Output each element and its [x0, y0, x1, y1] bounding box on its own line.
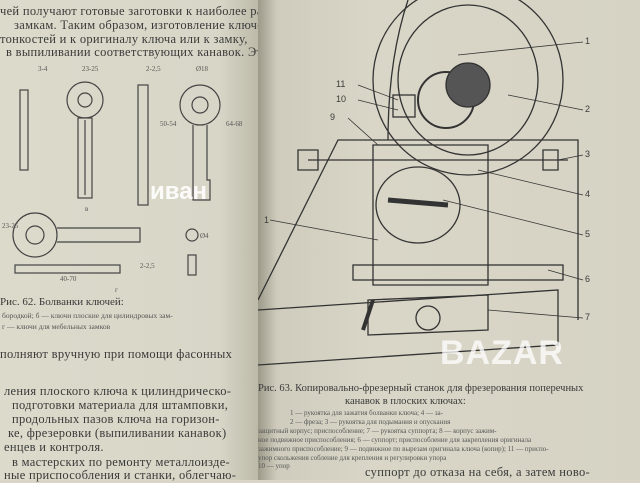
figure-legend: г — ключи для мебельных замков: [2, 322, 111, 331]
text-line: подготовки материала для штамповки,: [12, 398, 229, 412]
callout-11: 11: [336, 79, 346, 89]
figure-legend: 1 — рукоятка для зажатия болванки ключа;…: [290, 409, 443, 417]
dimension-label: Ø18: [196, 65, 209, 73]
callout-10: 10: [336, 94, 347, 104]
callout-4: 4: [585, 189, 591, 199]
figure-legend: бородкой; б — ключи плоские для цилиндро…: [2, 311, 173, 320]
figure-letter: в: [85, 205, 89, 213]
dimension-label: 3-4: [38, 65, 48, 73]
key-blanks-figure: [12, 81, 221, 276]
text-line: суппорт до отказа на себя, а затем ново-: [365, 465, 590, 479]
dimension-label: 50-54: [160, 120, 177, 128]
dimension-label: 23-25: [82, 65, 99, 73]
figure-caption: Рис. 63. Копировально-фрезерный станок д…: [258, 383, 584, 394]
text-line: чей получают готовые заготовки к наиболе…: [0, 4, 273, 18]
callout-5: 5: [585, 229, 591, 239]
figure-legend: защитный корпус; приспособление; 7 — рук…: [258, 427, 497, 435]
dimension-label: Ø4: [200, 232, 209, 240]
figure-legend: зажимного приспособление; 9 — подвижное …: [258, 445, 549, 453]
callout-7: 7: [585, 312, 591, 322]
text-line: продольных пазов ключа на горизон-: [12, 412, 220, 426]
text-line: ления плоского ключа к цилиндрическо-: [4, 384, 232, 398]
dimension-label: 64-68: [226, 120, 243, 128]
figure-legend: упор скольжения собление для крепления и…: [258, 454, 447, 462]
callout-1-body: 1: [264, 215, 270, 225]
callout-6: 6: [585, 274, 591, 284]
text-line: в выпиливании соответствующих канавок. Э…: [6, 45, 269, 59]
dimension-label: 23-25: [2, 222, 19, 230]
figure-legend: ное подвижное приспособления; 6 — суппор…: [258, 436, 532, 444]
callout-9: 9: [330, 112, 336, 122]
figure-legend: 10 — упор: [258, 462, 290, 470]
left-page: чей получают готовые заготовки к наиболе…: [0, 0, 273, 482]
text-line: полняют вручную при помощи фасонных: [0, 347, 233, 361]
milling-machine-drawing: [258, 0, 584, 366]
text-line: тонкостей и к оригиналу ключа или к замк…: [0, 32, 248, 46]
text-line: в мастерских по ремонту металлоизде-: [12, 455, 231, 469]
figure-caption: Рис. 62. Болванки ключей:: [0, 296, 124, 308]
text-line: замкам. Таким образом, изготовление ключ…: [14, 18, 271, 32]
callout-3: 3: [585, 149, 591, 159]
figure-letter: г: [115, 286, 118, 294]
text-line: ке, фрезеровки (выпиливании канавок): [8, 426, 227, 440]
text-line: енцев и контроля.: [4, 440, 104, 454]
dimension-label: 2-2,5: [140, 262, 155, 270]
dimension-label: 40-70: [60, 275, 77, 283]
dimension-label: 2-2,5: [146, 65, 161, 73]
watermark-logo: BAZAR: [440, 334, 564, 372]
callout-1: 1: [585, 36, 591, 46]
watermark-logo: иван: [150, 178, 208, 205]
callout-2: 2: [585, 104, 591, 114]
figure-caption-2: канавок в плоских ключах:: [345, 396, 466, 407]
text-line: ные приспособления и станки, облегчаю-: [4, 468, 237, 482]
figure-legend: 2 — фреза; 3 — рукоятка для подымания и …: [290, 418, 451, 426]
